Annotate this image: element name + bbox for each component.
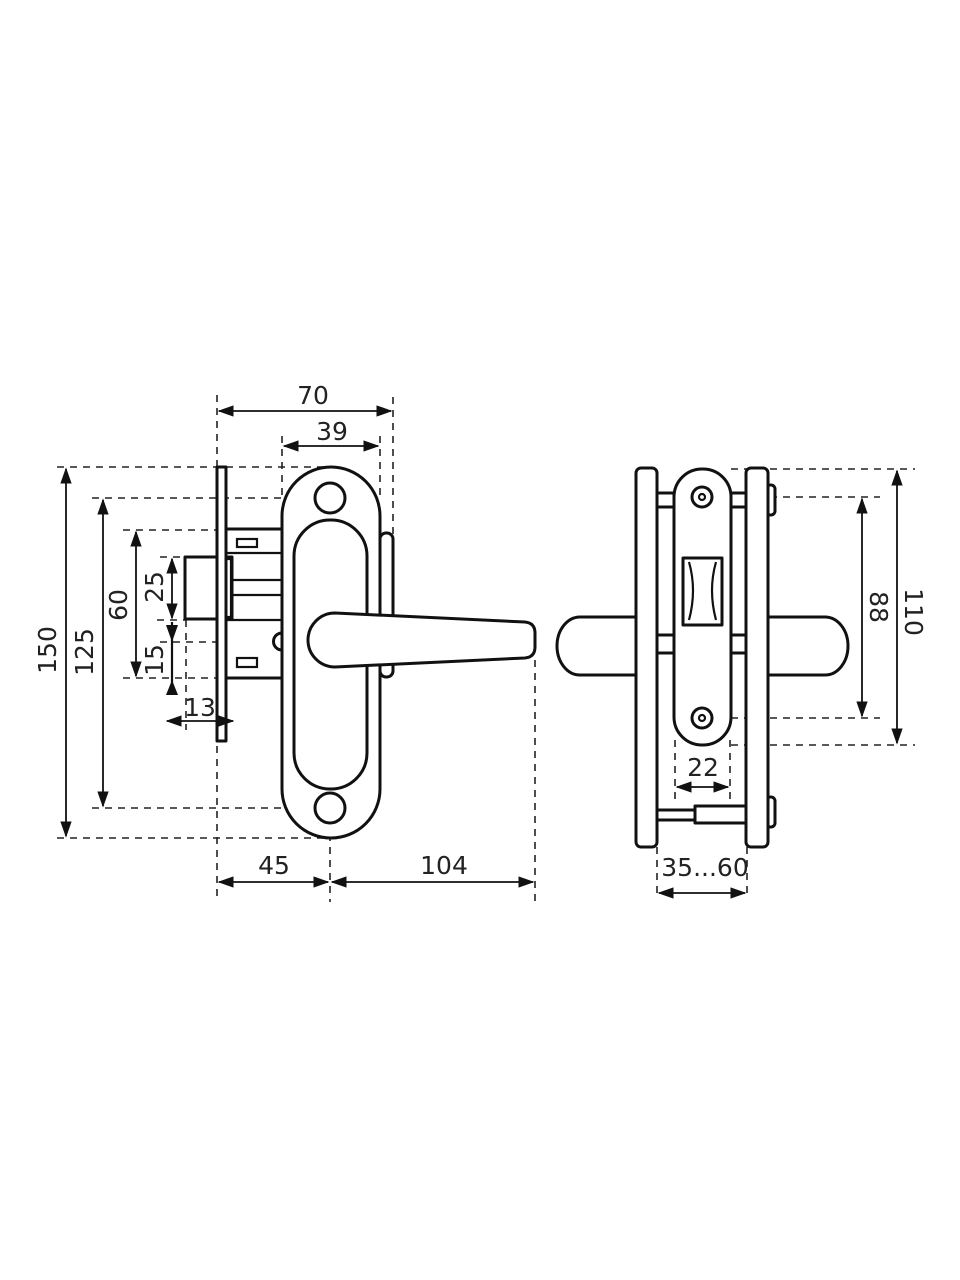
inner-plate-left (634, 466, 659, 849)
lever-handle (306, 611, 537, 669)
side-view: 70 39 150 125 60 25 15 13 45 104 (33, 381, 537, 902)
screw-top (690, 485, 714, 509)
screw-hole-bottom (313, 791, 347, 825)
spindle-bar (655, 808, 697, 822)
dim-lever-length: 104 (420, 851, 468, 880)
dim-plate-height: 110 (899, 588, 928, 636)
lever-right (766, 615, 850, 677)
dim-latch-height: 25 (140, 571, 169, 603)
front-view: 88 110 22 35...60 (555, 466, 928, 899)
screw-hole-top (313, 481, 347, 515)
dim-backset: 45 (258, 851, 290, 880)
dim-plate-width: 22 (687, 753, 719, 782)
lever-left (555, 615, 638, 677)
inner-plate-right (744, 466, 770, 849)
latch-window (681, 556, 724, 627)
dim-overall-width: 70 (297, 381, 329, 410)
dim-latch-projection: 13 (184, 693, 216, 722)
dim-overall-height: 150 (33, 626, 62, 674)
screw-bottom (690, 706, 714, 730)
dim-latch-offset: 15 (140, 644, 169, 676)
faceplate (215, 465, 228, 743)
dim-door-thickness: 35...60 (661, 853, 748, 882)
dim-screw-spacing: 125 (70, 628, 99, 676)
dim-front-screw-spacing: 88 (864, 591, 893, 623)
dim-lock-body-height: 60 (104, 589, 133, 621)
dim-rosette-width: 39 (316, 417, 348, 446)
